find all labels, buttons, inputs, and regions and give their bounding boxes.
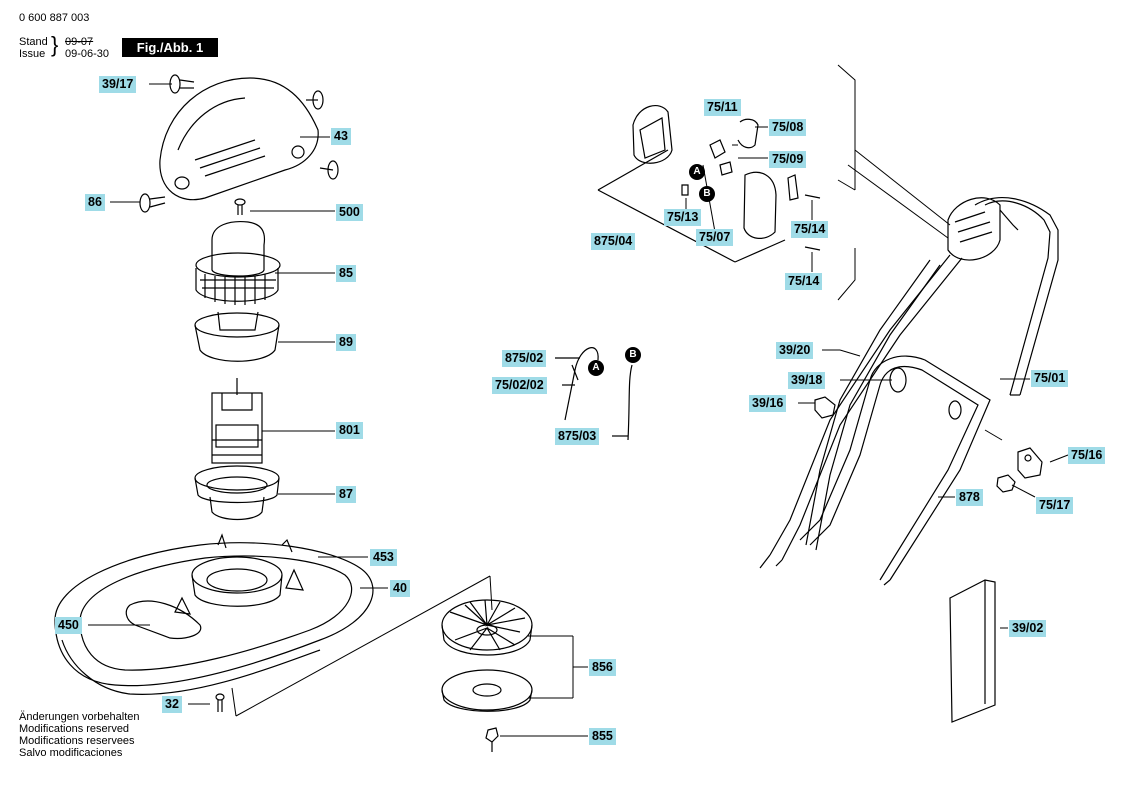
part-label-89: 89: [336, 334, 356, 351]
part-label-75-02-02: 75/02/02: [492, 377, 547, 394]
issue-date: 09-06-30: [65, 48, 110, 60]
old-date: 09-07: [65, 36, 94, 48]
clip-75-16: [1017, 447, 1043, 479]
badge-b-cable: B: [625, 347, 641, 363]
part-label-856: 856: [589, 659, 616, 676]
part-label-32: 32: [162, 696, 182, 713]
part-label-855: 855: [589, 728, 616, 745]
cable-875: [555, 347, 633, 441]
document-number: 0 600 887 003: [19, 12, 90, 24]
part-label-75-14-upper: 75/14: [791, 221, 829, 238]
figure-badge: Fig./Abb. 1: [122, 38, 218, 57]
screw-500: [234, 198, 246, 215]
deck-450: [54, 533, 374, 696]
part-label-87: 87: [336, 486, 356, 503]
knob-86: [139, 193, 166, 213]
screw-32: [215, 693, 225, 712]
part-label-500: 500: [336, 204, 363, 221]
handle-75-01: [759, 197, 1059, 569]
badge-a-cable: A: [588, 360, 604, 376]
part-label-875-02: 875/02: [502, 350, 547, 367]
part-label-86: 86: [85, 194, 105, 211]
manual-39-02: [949, 579, 996, 723]
badge-a-switch: A: [689, 164, 705, 180]
part-label-75-07: 75/07: [696, 229, 734, 246]
part-label-39-02: 39/02: [1009, 620, 1047, 637]
switch-knob-85: [195, 220, 281, 305]
part-label-40: 40: [390, 580, 410, 597]
nut-39-16: [814, 396, 836, 419]
ring-89: [194, 311, 280, 362]
part-label-75-16: 75/16: [1068, 447, 1106, 464]
handle-outline-lines: [837, 64, 951, 301]
part-label-75-13: 75/13: [664, 209, 702, 226]
part-label-875-04: 875/04: [591, 233, 636, 250]
brace-icon: }: [51, 32, 59, 57]
part-label-75-01: 75/01: [1031, 370, 1069, 387]
part-label-75-08: 75/08: [769, 119, 807, 136]
knob-39-17: [169, 74, 195, 94]
note-line-es: Salvo modificaciones: [19, 747, 123, 759]
modifications-note: Änderungen vorbehalten Modifications res…: [19, 711, 139, 759]
badge-b-switch: B: [699, 186, 715, 202]
issue-label: Issue: [19, 48, 46, 60]
part-label-450: 450: [55, 617, 82, 634]
part-label-85: 85: [336, 265, 356, 282]
leader-lines: [88, 83, 588, 737]
note-line-fr: Modifications reservees: [19, 735, 135, 747]
part-label-39-17: 39/17: [99, 76, 137, 93]
part-label-39-20: 39/20: [776, 342, 814, 359]
part-label-75-14-lower: 75/14: [785, 273, 823, 290]
part-label-878: 878: [956, 489, 983, 506]
part-label-75-09: 75/09: [769, 151, 807, 168]
part-label-43: 43: [331, 128, 351, 145]
part-label-801: 801: [336, 422, 363, 439]
housing-87: [194, 465, 280, 521]
part-label-875-03: 875/03: [555, 428, 600, 445]
handle-878: [799, 355, 991, 586]
handle-leaders: [798, 349, 1069, 629]
part-label-39-18: 39/18: [788, 372, 826, 389]
stand-label: Stand: [19, 36, 48, 48]
hood-43: [159, 77, 339, 201]
nut-75-17: [996, 474, 1016, 493]
part-label-453: 453: [370, 549, 397, 566]
switch-housing-875-04: [597, 104, 821, 263]
note-line-en: Modifications reserved: [19, 723, 130, 735]
fan-856: [441, 599, 533, 712]
note-line-de: Änderungen vorbehalten: [19, 711, 140, 723]
part-label-39-16: 39/16: [749, 395, 787, 412]
nut-855: [485, 727, 499, 752]
motor-801: [211, 378, 263, 464]
part-label-75-17: 75/17: [1036, 497, 1074, 514]
part-label-75-11: 75/11: [704, 99, 741, 116]
